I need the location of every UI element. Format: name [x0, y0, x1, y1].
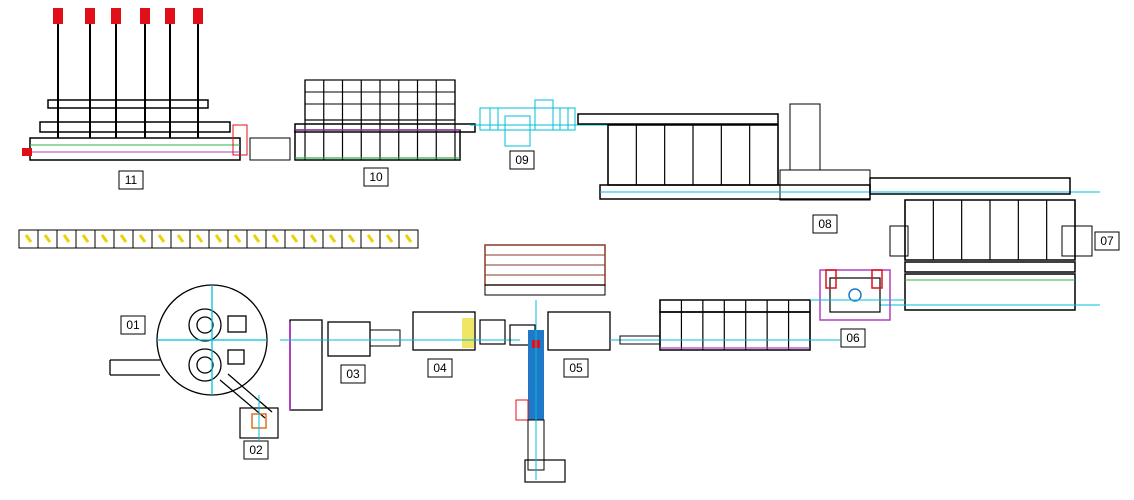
station-10-label: 10: [363, 167, 389, 187]
station-02-label: 02: [243, 440, 269, 460]
pallet-cell: [265, 229, 286, 249]
station-labels: 01 02 03 04 05 06 07 08 09 10 11: [118, 150, 1120, 460]
station-number: 02: [249, 443, 263, 457]
pallet-cell: [284, 229, 305, 249]
pallet-cell: [94, 229, 115, 249]
station-02-equipment: [239, 395, 279, 440]
station-number: 11: [125, 173, 138, 187]
station-03-label: 03: [340, 364, 366, 384]
hoist: [111, 8, 121, 138]
station-04-label: 04: [427, 358, 453, 378]
station-05-equipment: [509, 300, 611, 483]
pallet-cell: [170, 229, 191, 249]
hoist: [85, 8, 95, 138]
station-11-equipment: [22, 8, 291, 161]
buffer-table: [484, 244, 606, 296]
pallet-cell: [75, 229, 96, 249]
station-07-equipment: [880, 199, 1100, 311]
pallet-cell: [56, 229, 77, 249]
pallet-cell: [18, 229, 39, 249]
station-08-equipment: [577, 103, 1100, 201]
station-03-equipment: [280, 319, 420, 411]
station-09-equipment: [470, 99, 610, 147]
station-number: 06: [846, 331, 860, 345]
pallet-cell: [246, 229, 267, 249]
pallet-cell: [303, 229, 324, 249]
station-06-equipment: [810, 269, 905, 321]
pallet-cell: [151, 229, 172, 249]
station-number: 07: [1100, 234, 1114, 248]
station-number: 09: [515, 153, 529, 167]
station-number: 01: [126, 318, 140, 332]
pallet-cell: [227, 229, 248, 249]
station-11-label: 11: [118, 170, 144, 190]
station-number: 03: [346, 367, 360, 381]
station-04-equipment: [405, 311, 520, 351]
pallet-cell: [360, 229, 381, 249]
hoist: [140, 8, 150, 138]
station-07-label: 07: [1094, 231, 1120, 251]
station-08-label: 08: [812, 214, 838, 234]
station-09-label: 09: [509, 150, 535, 170]
pallet-cell: [208, 229, 229, 249]
pallet-cell: [132, 229, 153, 249]
hoist: [165, 8, 175, 138]
station-number: 08: [818, 217, 832, 231]
transfer-conveyor: [610, 299, 840, 351]
pallet-cell: [189, 229, 210, 249]
station-10-equipment: [294, 79, 476, 161]
station-01-equipment: [109, 284, 273, 419]
pallet-cell: [113, 229, 134, 249]
hoist: [193, 8, 203, 138]
station-number: 05: [569, 361, 583, 375]
pallet-cell: [398, 229, 419, 249]
station-06-label: 06: [840, 328, 866, 348]
hoist-array: [53, 8, 203, 138]
hoist: [53, 8, 63, 138]
station-number: 04: [433, 361, 447, 375]
station-01-label: 01: [120, 315, 146, 335]
pallet-cell: [341, 229, 362, 249]
pallet-strip: [18, 229, 419, 249]
pallet-cell: [322, 229, 343, 249]
pallet-cell: [37, 229, 58, 249]
pallet-cell: [379, 229, 400, 249]
station-05-label: 05: [563, 358, 589, 378]
station-number: 10: [369, 170, 383, 184]
